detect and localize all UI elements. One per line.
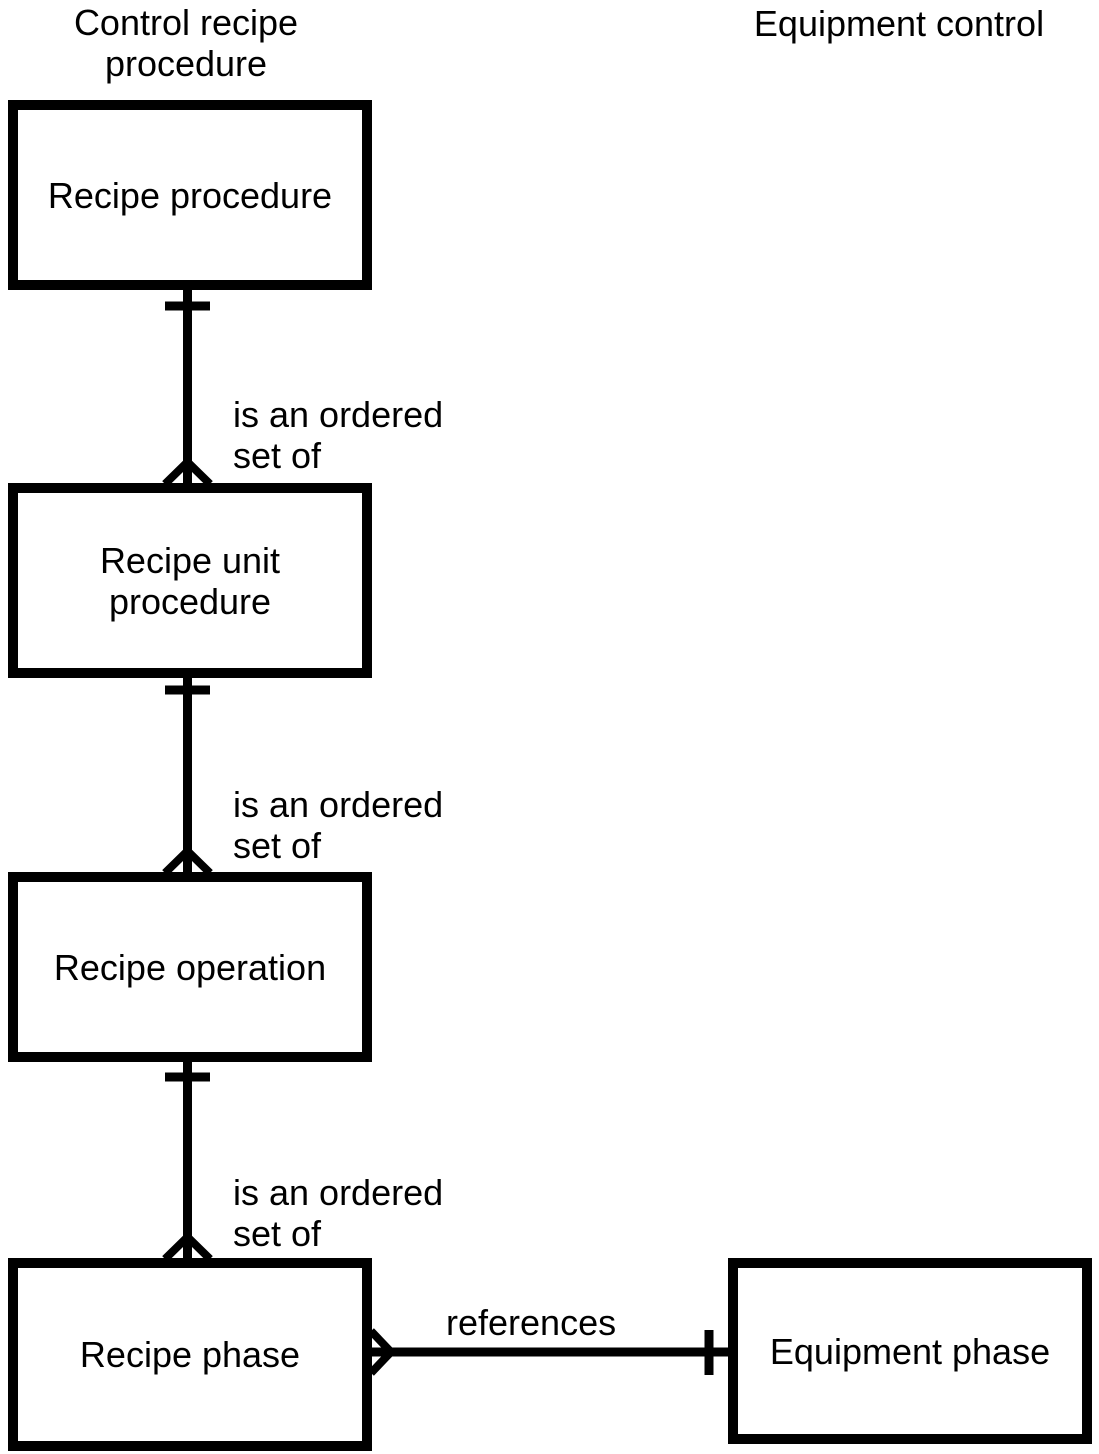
many-cardinality-crowfoot [368,1328,397,1376]
connector-recipe-unit-procedure-to-recipe-operation [162,674,213,876]
connector-recipe-operation-to-recipe-phase [162,1058,213,1262]
entity-box-recipe-procedure: Recipe procedure [8,100,372,290]
relationship-label-references: references [446,1302,617,1343]
connector-recipe-phase-to-equipment-phase [368,1328,732,1376]
many-cardinality-crowfoot [162,1231,213,1262]
entity-box-equipment-phase: Equipment phase [728,1258,1092,1444]
entity-label: Equipment phase [769,1330,1051,1372]
connector-recipe-procedure-to-recipe-unit-procedure [162,286,213,487]
entity-label: Recipe operation [53,946,327,988]
many-cardinality-crowfoot [162,845,213,876]
relationship-label-is-an-ordered-set-of-1: is an ordered set of [233,394,444,476]
column-header-control-recipe-procedure: Control recipe procedure [73,2,299,84]
entity-label: Recipe phase [79,1334,301,1375]
entity-box-recipe-phase: Recipe phase [8,1258,372,1451]
relationship-label-is-an-ordered-set-of-3: is an ordered set of [233,1172,444,1254]
entity-box-recipe-operation: Recipe operation [8,872,372,1062]
column-header-equipment-control: Equipment control [753,3,1045,44]
entity-label: Recipe unit procedure [99,539,281,622]
many-cardinality-crowfoot [162,456,213,487]
relationship-label-is-an-ordered-set-of-2: is an ordered set of [233,784,444,866]
entity-box-recipe-unit-procedure: Recipe unit procedure [8,483,372,678]
entity-label: Recipe procedure [47,174,333,216]
